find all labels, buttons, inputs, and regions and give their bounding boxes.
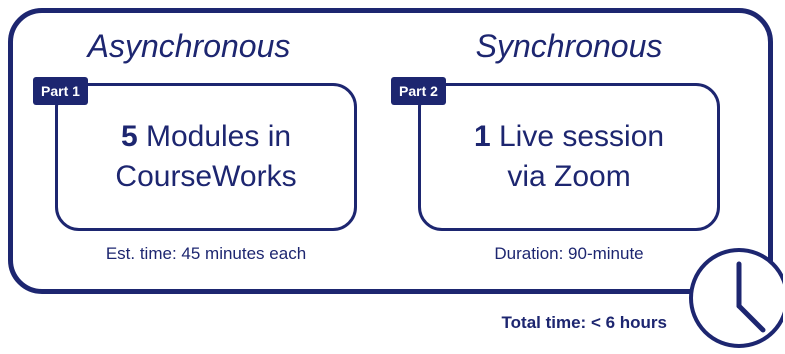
session-count: 1 [473, 120, 491, 153]
part1-card-line2: CourseWorks [115, 160, 297, 193]
part1-card-line1: 5 Modules in [121, 117, 291, 157]
asynchronous-title: Asynchronous [87, 28, 291, 64]
part1-note: Est. time: 45 minutes each [105, 244, 307, 263]
part2-card: 1 Live session via Zoom [418, 83, 720, 231]
part1-card-line1-text: Modules in [145, 120, 292, 153]
part2-card-line1: 1 Live session [474, 117, 664, 157]
part2-note: Duration: 90-minute [494, 244, 644, 263]
module-count: 5 [120, 120, 138, 153]
clock-minute-hand [736, 303, 766, 333]
part2-card-line2: via Zoom [507, 160, 631, 193]
clock-icon [689, 248, 783, 348]
total-time: Total time: < 6 hours [501, 313, 667, 332]
part2-card-line1-text: Live session [498, 120, 665, 153]
part1-card: 5 Modules in CourseWorks [55, 83, 357, 231]
synchronous-title: Synchronous [475, 28, 663, 64]
part1-badge: Part 1 [33, 77, 88, 105]
part2-badge: Part 2 [391, 77, 446, 105]
